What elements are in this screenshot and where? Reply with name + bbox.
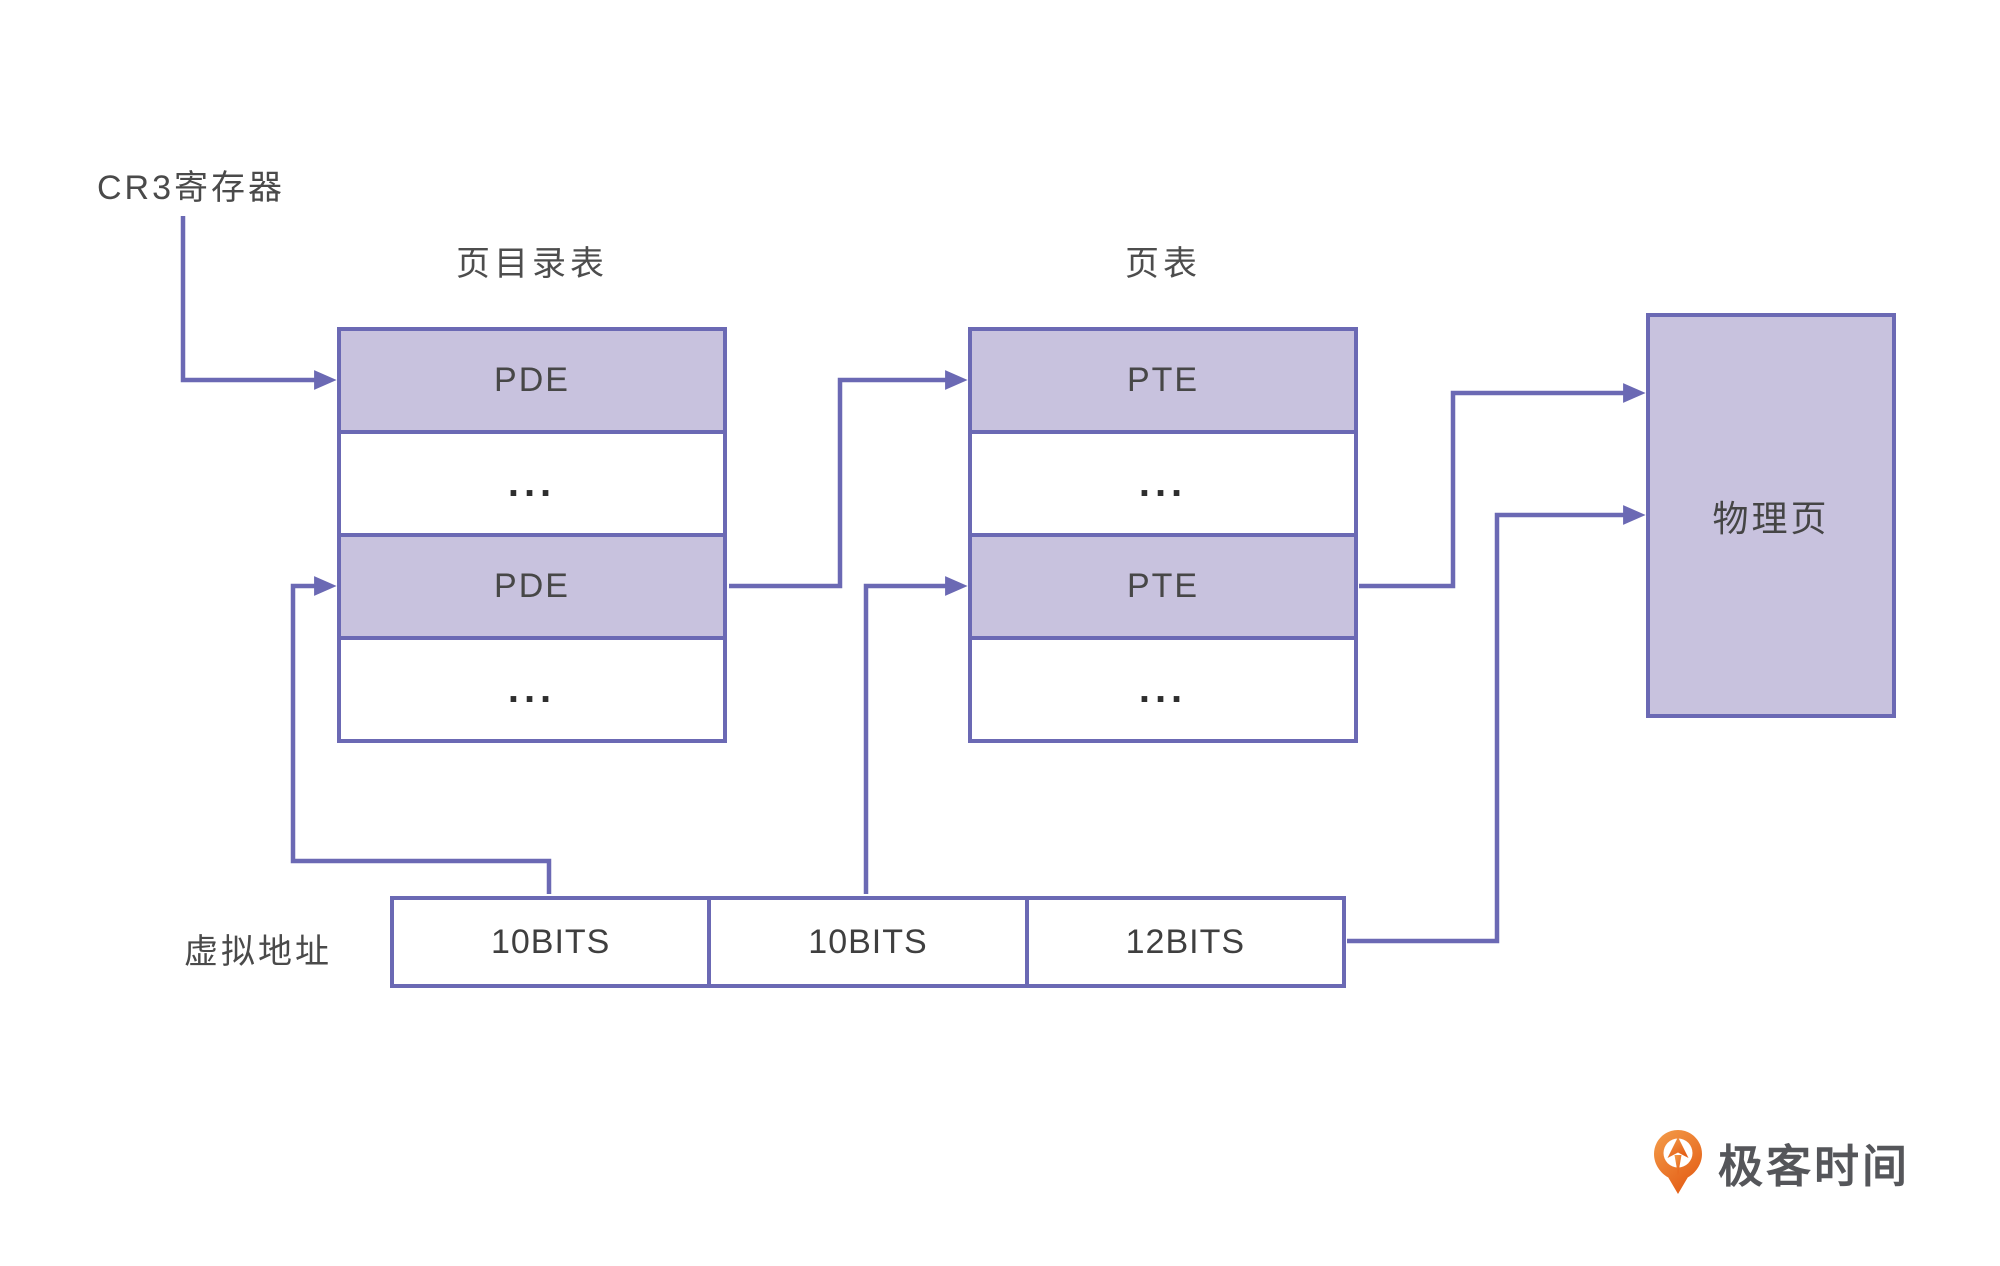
geektime-pin-icon <box>1654 1130 1702 1194</box>
page-directory-title: 页目录表 <box>456 245 608 283</box>
physical-page-box: 物理页 <box>1646 313 1896 718</box>
pte-label: PTE <box>1126 567 1200 605</box>
page-table: PTE ... PTE ... <box>968 327 1358 743</box>
table-row-pde-1: PDE <box>341 331 723 434</box>
ellipsis-label: ... <box>507 461 557 505</box>
page-directory-table: PDE ... PDE ... <box>337 327 727 743</box>
table-row-pte-2: PTE <box>972 537 1354 640</box>
arrow-vabits2-to-pte2 <box>863 576 968 894</box>
table-row-pde-2: PDE <box>341 537 723 640</box>
ellipsis-label: ... <box>1138 461 1188 505</box>
arrow-vabits1-to-pde2 <box>290 576 552 894</box>
va-segment-offset-bits: 12BITS <box>1024 900 1342 984</box>
geektime-logo-text: 极客时间 <box>1718 1140 1911 1192</box>
table-row-ellipsis: ... <box>341 640 723 739</box>
pte-label: PTE <box>1126 361 1200 399</box>
page-table-title: 页表 <box>1125 245 1201 283</box>
va-segment-label: 10BITS <box>808 922 928 961</box>
pde-label: PDE <box>494 361 570 399</box>
va-segment-label: 10BITS <box>490 922 611 961</box>
geektime-logo: 极客时间 <box>1652 1128 1910 1196</box>
arrow-pde2-to-pte1 <box>729 370 968 589</box>
arrow-cr3-to-pde1 <box>180 216 337 390</box>
table-row-pte-1: PTE <box>972 331 1354 434</box>
arrow-pte2-to-physical-page <box>1359 383 1646 589</box>
cr3-register-label: CR3寄存器 <box>97 169 286 207</box>
va-segment-table-bits: 10BITS <box>707 900 1024 984</box>
table-row-ellipsis: ... <box>972 434 1354 537</box>
va-segment-label: 12BITS <box>1125 922 1246 961</box>
va-segment-dir-bits: 10BITS <box>394 900 707 984</box>
virtual-address-label: 虚拟地址 <box>184 933 332 971</box>
physical-page-label: 物理页 <box>1712 497 1830 539</box>
ellipsis-label: ... <box>507 667 557 711</box>
table-row-ellipsis: ... <box>972 640 1354 739</box>
arrow-vabits3-to-physical-page <box>1347 505 1646 944</box>
table-row-ellipsis: ... <box>341 434 723 537</box>
virtual-address-box: 10BITS 10BITS 12BITS <box>390 896 1346 988</box>
pde-label: PDE <box>494 567 570 605</box>
ellipsis-label: ... <box>1138 667 1188 711</box>
